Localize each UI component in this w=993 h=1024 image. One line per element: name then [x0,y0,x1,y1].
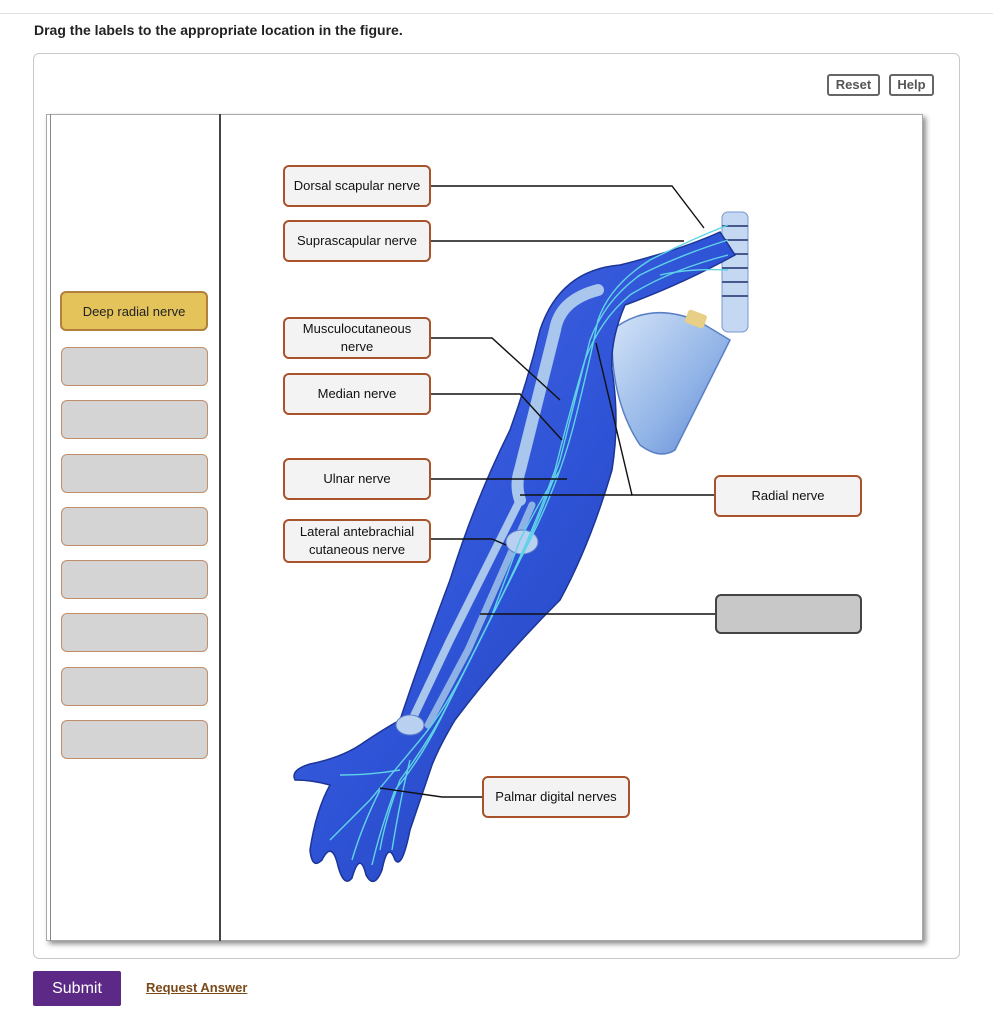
placed-label-text: Palmar digital nerves [495,789,617,804]
drop-target-suprascapular[interactable]: Suprascapular nerve [283,220,431,262]
top-divider [0,13,993,14]
placed-label-text: Suprascapular nerve [297,233,417,248]
label-deep-radial-nerve[interactable]: Deep radial nerve [60,291,208,331]
placed-label-text: Lateral antebrachial cutaneous nerve [299,524,415,557]
bank-divider [219,114,221,941]
placed-label-text: Radial nerve [751,488,825,503]
bones-icon [395,284,604,736]
reset-button[interactable]: Reset [827,74,880,96]
drop-target-radial[interactable]: Radial nerve [714,475,862,517]
instruction-text: Drag the labels to the appropriate locat… [34,22,403,38]
drop-target-empty[interactable] [715,594,862,634]
drop-target-palmar-digital[interactable]: Palmar digital nerves [482,776,630,818]
help-button[interactable]: Help [889,74,934,96]
bank-border [50,114,51,941]
label-bank-slot[interactable] [61,347,208,386]
label-bank-slot[interactable] [61,560,208,599]
nerves-icon [329,224,729,866]
placed-label-text: Median nerve [317,386,397,401]
drop-target-lateral-antebrachial[interactable]: Lateral antebrachial cutaneous nerve [283,519,431,563]
leader-lines-icon [379,185,715,798]
spine-icon [721,211,749,333]
label-bank-slot[interactable] [61,613,208,652]
drop-target-dorsal-scapular[interactable]: Dorsal scapular nerve [283,165,431,207]
placed-label-text: Dorsal scapular nerve [293,178,421,193]
drop-target-musculocutaneous[interactable]: Musculocutaneous nerve [283,317,431,359]
label-bank-slot[interactable] [61,720,208,759]
request-answer-link[interactable]: Request Answer [146,980,248,995]
placed-label-text: Musculocutaneous nerve [302,321,412,354]
submit-button[interactable]: Submit [33,971,121,1006]
placed-label-text: Ulnar nerve [323,471,391,486]
drop-target-median[interactable]: Median nerve [283,373,431,415]
label-bank-slot[interactable] [61,507,208,546]
drop-target-ulnar[interactable]: Ulnar nerve [283,458,431,500]
label-bank-slot[interactable] [61,454,208,493]
label-bank-slot[interactable] [61,400,208,439]
scapula-icon [611,311,731,455]
label-bank-slot[interactable] [61,667,208,706]
